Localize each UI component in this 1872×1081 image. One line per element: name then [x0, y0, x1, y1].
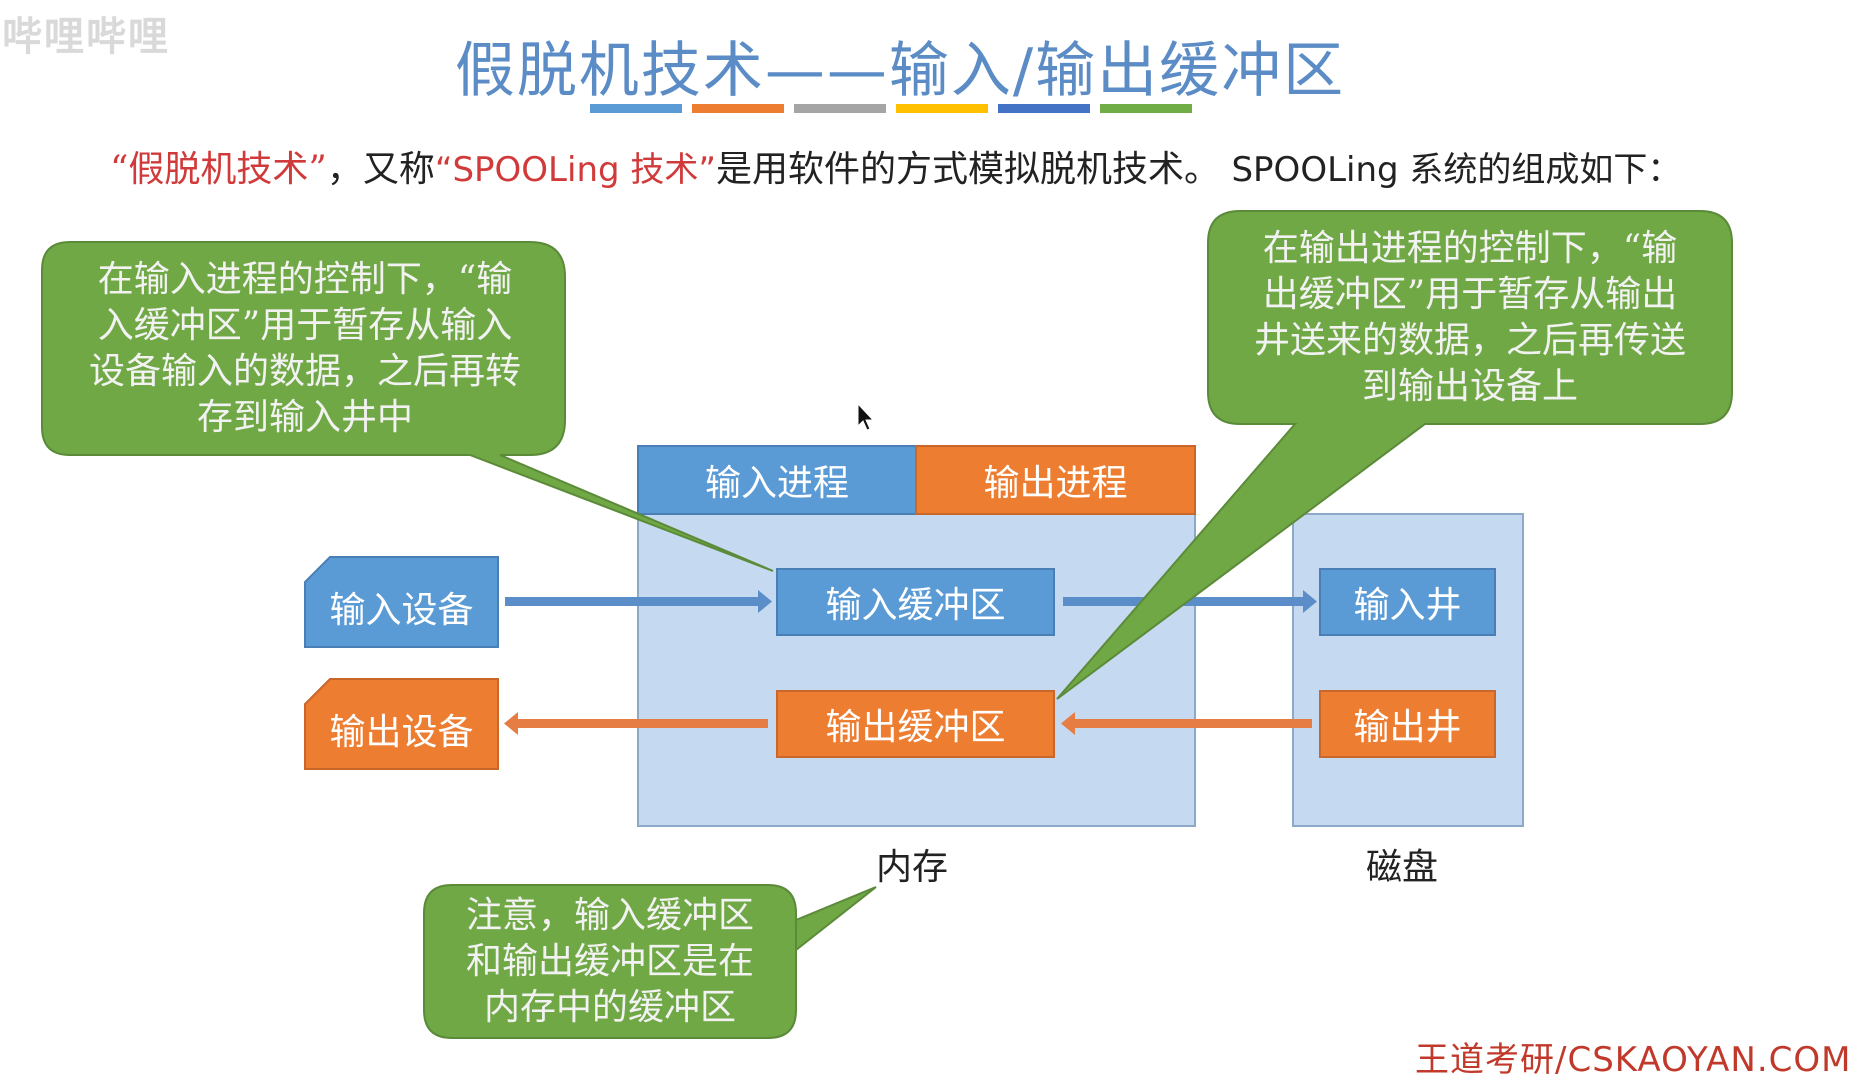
callout-input: 在输入进程的控制下，“输 入缓冲区”用于暂存从输入 设备输入的数据，之后再转 存…: [50, 257, 560, 441]
callout-output-line: 到输出设备上: [1361, 366, 1578, 407]
output-process-label: 输出进程: [983, 463, 1128, 504]
input-process-box: [637, 445, 917, 515]
callout-output: 在输出进程的控制下，“输 出缓冲区”用于暂存从输出 井送来的数据，之后再传送 到…: [1215, 226, 1725, 410]
callout-input-line: 在输入进程的控制下，“输: [97, 259, 513, 300]
title-stripe-2: [692, 104, 784, 113]
arrow-output-buffer-to-device: [504, 712, 768, 735]
callout-output-line: 出缓冲区”用于暂存从输出: [1262, 274, 1678, 315]
output-buffer-label: 输出缓冲区: [825, 707, 1006, 748]
callout-note: 注意，输入缓冲区 和输出缓冲区是在 内存中的缓冲区: [430, 893, 790, 1031]
arrow-input-device-to-buffer: [505, 590, 772, 613]
mouse-cursor-icon: [857, 402, 875, 431]
callout-output-line: 井送来的数据，之后再传送: [1253, 320, 1686, 361]
callout-output-line: 在输出进程的控制下，“输: [1262, 228, 1678, 269]
input-device-shape: [304, 556, 499, 648]
callout-note-line: 和输出缓冲区是在: [465, 941, 754, 982]
input-device-label: 输入设备: [329, 590, 474, 631]
watermark-logo: 哔哩哔哩: [2, 14, 170, 60]
disk-container: [1292, 513, 1524, 827]
callout-input-line: 设备输入的数据，之后再转: [88, 351, 521, 392]
output-device-shape: [304, 678, 499, 770]
output-process-box: [915, 445, 1196, 515]
input-buffer-label: 输入缓冲区: [825, 585, 1006, 626]
title-stripe-3: [794, 104, 886, 113]
input-buffer-box: [776, 568, 1055, 636]
title-stripe-1: [590, 104, 682, 113]
output-well-label: 输出井: [1353, 707, 1462, 748]
input-well-label: 输入井: [1353, 585, 1462, 626]
subtitle-composition: SPOOLing 系统的组成如下：: [1231, 150, 1682, 190]
callout-input-line: 存到输入井中: [196, 397, 413, 438]
memory-caption: 内存: [876, 847, 949, 888]
subtitle-term: “假脱机技术”: [110, 149, 327, 190]
output-device-label: 输出设备: [329, 712, 474, 753]
callout-input-line: 入缓冲区”用于暂存从输入: [97, 305, 513, 346]
output-buffer-box: [776, 690, 1055, 758]
subtitle-aka: ，又称: [326, 149, 435, 190]
callout-note-line: 注意，输入缓冲区: [465, 895, 754, 936]
disk-caption: 磁盘: [1366, 847, 1439, 888]
title-stripe-5: [998, 104, 1090, 113]
subtitle-spooling: “SPOOLing 技术”: [434, 150, 716, 190]
spooling-diagram: [41, 210, 1733, 1039]
subtitle-desc: 是用软件的方式模拟脱机技术。: [716, 149, 1221, 190]
subtitle: “假脱机技术”，又称“SPOOLing 技术”是用软件的方式模拟脱机技术。 SP…: [110, 140, 1681, 192]
callout-note-bubble: [423, 884, 877, 1039]
page-title: 假脱机技术——输入/输出缓冲区: [454, 36, 1346, 106]
callout-output-bubble: [1056, 210, 1733, 700]
output-well-box: [1319, 690, 1496, 758]
callout-note-line: 内存中的缓冲区: [483, 987, 736, 1028]
title-stripe-4: [896, 104, 988, 113]
callout-input-bubble: [41, 241, 774, 572]
input-process-label: 输入进程: [704, 463, 849, 504]
input-well-box: [1319, 568, 1496, 636]
footer-watermark: 王道考研/CSKAOYAN.COM: [1415, 1040, 1852, 1080]
arrow-output-well-to-buffer: [1061, 712, 1312, 735]
title-stripe-6: [1100, 104, 1192, 113]
